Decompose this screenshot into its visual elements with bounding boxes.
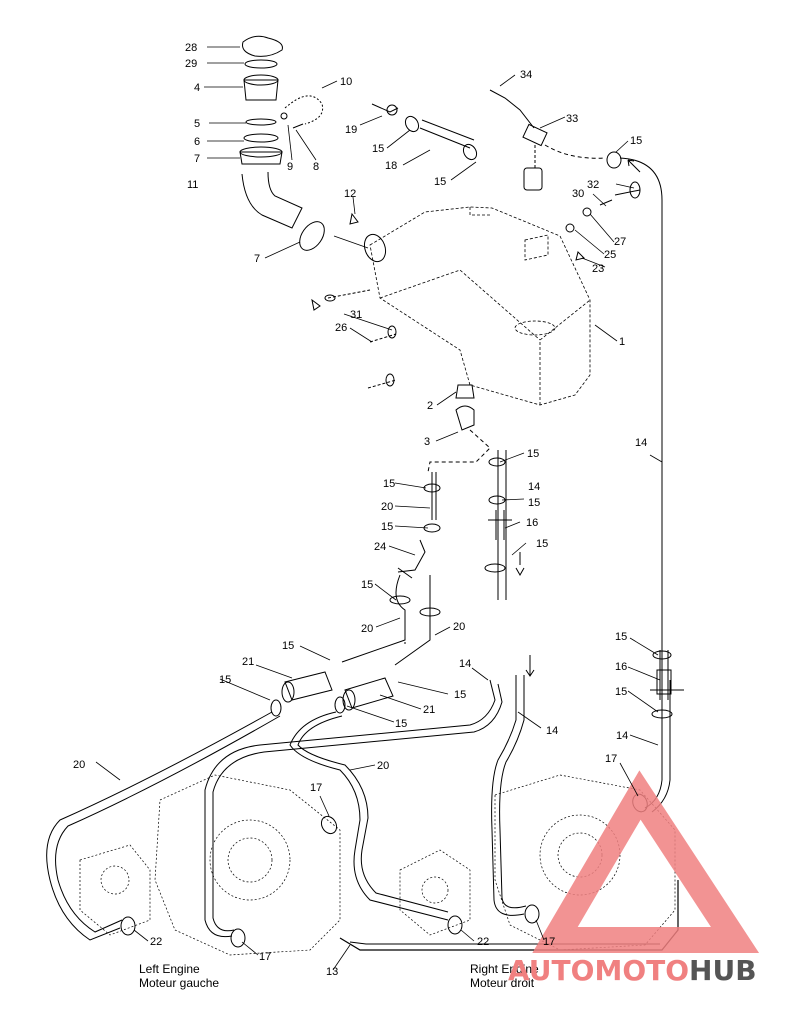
part-label-16: 16 — [615, 661, 627, 673]
watermark-part-3: HUB — [689, 954, 757, 987]
right-engine-label-en: Right Engine — [470, 962, 539, 976]
part-label-21: 21 — [423, 704, 435, 716]
part-label-15: 15 — [395, 718, 407, 730]
left-engine-outline — [79, 774, 341, 956]
part-label-2: 2 — [427, 400, 433, 412]
part-label-7: 7 — [194, 153, 200, 165]
part-label-18: 18 — [385, 160, 397, 172]
part-label-30: 30 — [572, 188, 584, 200]
part-label-15: 15 — [615, 631, 627, 643]
watermark-triangle-logo — [532, 770, 760, 953]
part-label-15: 15 — [536, 538, 548, 550]
part-label-15: 15 — [282, 640, 294, 652]
part-label-28: 28 — [185, 42, 197, 54]
left-engine-caption: Left Engine Moteur gauche — [139, 962, 219, 990]
part-label-31: 31 — [350, 309, 362, 321]
part-label-4: 4 — [194, 82, 200, 94]
fuel-outlet-lines — [46, 384, 684, 951]
part-label-5: 5 — [194, 118, 200, 130]
part-label-33: 33 — [566, 113, 578, 125]
part-label-20: 20 — [361, 623, 373, 635]
fuel-filter-right — [342, 677, 394, 711]
filler-cap-assembly — [239, 35, 387, 263]
part-label-20: 20 — [73, 759, 85, 771]
part-label-15: 15 — [630, 135, 642, 147]
part-label-6: 6 — [194, 136, 200, 148]
part-label-19: 19 — [345, 124, 357, 136]
left-engine-label-en: Left Engine — [139, 962, 200, 976]
leader-lines — [95, 46, 663, 971]
part-label-14: 14 — [546, 725, 558, 737]
right-engine-label-fr: Moteur droit — [470, 976, 535, 990]
fuel-tank — [369, 206, 591, 406]
part-label-20: 20 — [377, 760, 389, 772]
part-label-22: 22 — [477, 936, 489, 948]
tank-mounting-hardware — [311, 289, 397, 389]
part-label-17: 17 — [259, 951, 271, 963]
part-label-17: 17 — [605, 753, 617, 765]
part-label-15: 15 — [527, 448, 539, 460]
vent-line-parts — [349, 89, 663, 680]
left-engine-label-fr: Moteur gauche — [139, 976, 220, 990]
part-label-14: 14 — [635, 437, 647, 449]
part-label-26: 26 — [335, 322, 347, 334]
part-label-12: 12 — [344, 188, 356, 200]
part-label-7: 7 — [254, 253, 260, 265]
part-label-14: 14 — [528, 481, 540, 493]
part-label-15: 15 — [615, 686, 627, 698]
part-label-9: 9 — [287, 161, 293, 173]
part-label-14: 14 — [459, 658, 471, 670]
watermark-text: AUTOMOTOHUB — [508, 954, 757, 987]
part-label-34: 34 — [520, 69, 532, 81]
part-label-3: 3 — [424, 436, 430, 448]
part-label-14: 14 — [616, 730, 628, 742]
part-label-15: 15 — [454, 689, 466, 701]
part-label-25: 25 — [604, 249, 616, 261]
part-label-15: 15 — [381, 521, 393, 533]
part-label-11: 11 — [187, 179, 198, 191]
fuel-filter-left — [281, 671, 333, 703]
part-label-1: 1 — [619, 336, 625, 348]
part-label-15: 15 — [361, 579, 373, 591]
part-label-22: 22 — [150, 936, 162, 948]
part-label-10: 10 — [340, 76, 352, 88]
part-label-20: 20 — [381, 501, 393, 513]
right-engine-caption: Right Engine Moteur droit — [470, 962, 539, 990]
part-label-27: 27 — [614, 236, 626, 248]
part-label-13: 13 — [326, 966, 338, 978]
watermark-part-1: AUTO — [508, 954, 595, 987]
part-label-15: 15 — [383, 478, 395, 490]
part-label-15: 15 — [372, 143, 384, 155]
part-label-24: 24 — [374, 541, 386, 553]
part-label-32: 32 — [587, 179, 599, 191]
watermark-part-2: MOTO — [594, 954, 690, 987]
flow-arrows — [525, 159, 641, 677]
part-labels: 28 29 4 10 5 6 7 9 8 11 19 34 33 15 18 1… — [73, 42, 647, 978]
part-label-20: 20 — [453, 621, 465, 633]
part-label-17: 17 — [310, 782, 322, 794]
part-label-21: 21 — [242, 656, 254, 668]
part-label-23: 23 — [592, 263, 604, 275]
part-label-15: 15 — [434, 176, 446, 188]
part-label-17: 17 — [543, 936, 555, 948]
part-label-8: 8 — [313, 161, 319, 173]
part-label-15: 15 — [219, 674, 231, 686]
part-label-29: 29 — [185, 58, 197, 70]
part-label-15: 15 — [528, 497, 540, 509]
part-label-16: 16 — [526, 517, 538, 529]
